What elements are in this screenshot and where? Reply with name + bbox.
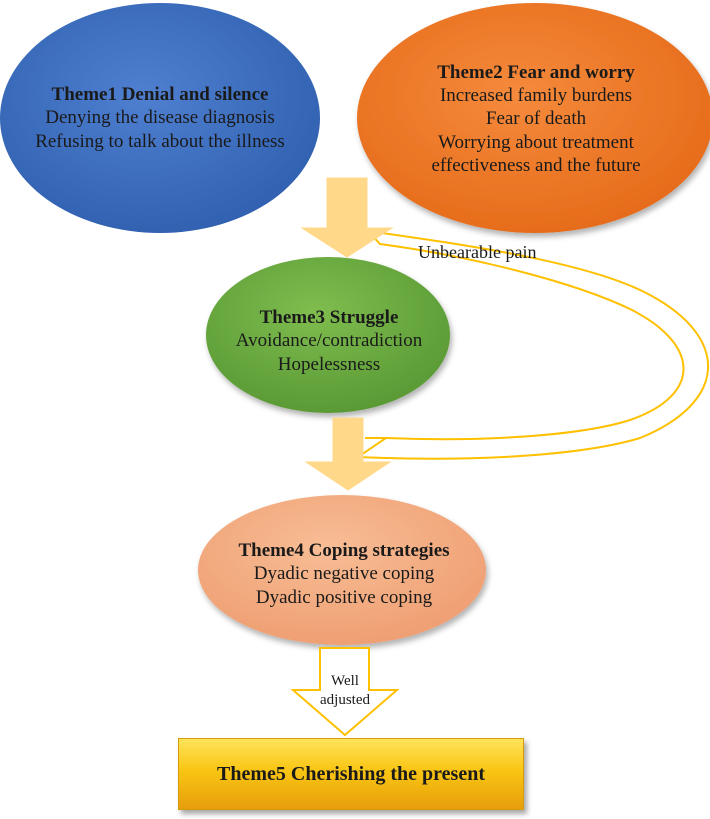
theme1-item-1: Denying the disease diagnosis: [45, 107, 275, 129]
theme2-item-3: Worrying about treatment: [438, 131, 634, 153]
theme2-item-4: effectiveness and the future: [431, 154, 641, 176]
theme5-title: Theme5 Cherishing the present: [217, 762, 485, 785]
theme4-ellipse: [198, 495, 486, 645]
theme3-title: Theme3 Struggle: [259, 307, 399, 329]
unbearable-pain-label: Unbearable pain: [418, 242, 537, 262]
unbearable-pain-loop-arrow: [354, 230, 709, 460]
well-adjusted-line-2: adjusted: [320, 691, 370, 708]
well-adjusted-arrow: [290, 647, 400, 737]
well-adjusted-line-1: Well: [331, 673, 359, 689]
theme5-box: Theme5 Cherishing the present: [178, 738, 524, 810]
theme1-title: Theme1 Denial and silence: [51, 84, 269, 106]
theme2-ellipse: [357, 3, 710, 233]
theme3-ellipse: [206, 257, 450, 413]
unbearable-pain-loop-inner: [367, 230, 685, 441]
theme2-node: Theme2 Fear and worry Increased family b…: [388, 52, 684, 186]
theme1-node: Theme1 Denial and silence Denying the di…: [8, 72, 312, 164]
theme3-item-2: Hopelessness: [277, 353, 381, 375]
theme3-node: Theme3 Struggle Avoidance/contradiction …: [216, 296, 442, 386]
theme4-item-1: Dyadic negative coping: [253, 563, 435, 585]
theme1-ellipse: [0, 3, 320, 233]
theme4-title: Theme4 Coping strategies: [238, 540, 450, 562]
theme2-title: Theme2 Fear and worry: [437, 62, 635, 84]
theme4-node: Theme4 Coping strategies Dyadic negative…: [206, 530, 482, 618]
theme1-item-2: Refusing to talk about the illness: [35, 130, 285, 152]
theme2-item-2: Fear of death: [485, 108, 587, 130]
down-arrow-1: [300, 177, 394, 258]
theme3-item-1: Avoidance/contradiction: [235, 330, 423, 352]
theme4-item-2: Dyadic positive coping: [255, 586, 433, 608]
theme2-item-1: Increased family burdens: [439, 85, 633, 107]
well-adjusted-label: Well adjusted: [312, 672, 378, 710]
down-arrow-2: [304, 417, 392, 491]
